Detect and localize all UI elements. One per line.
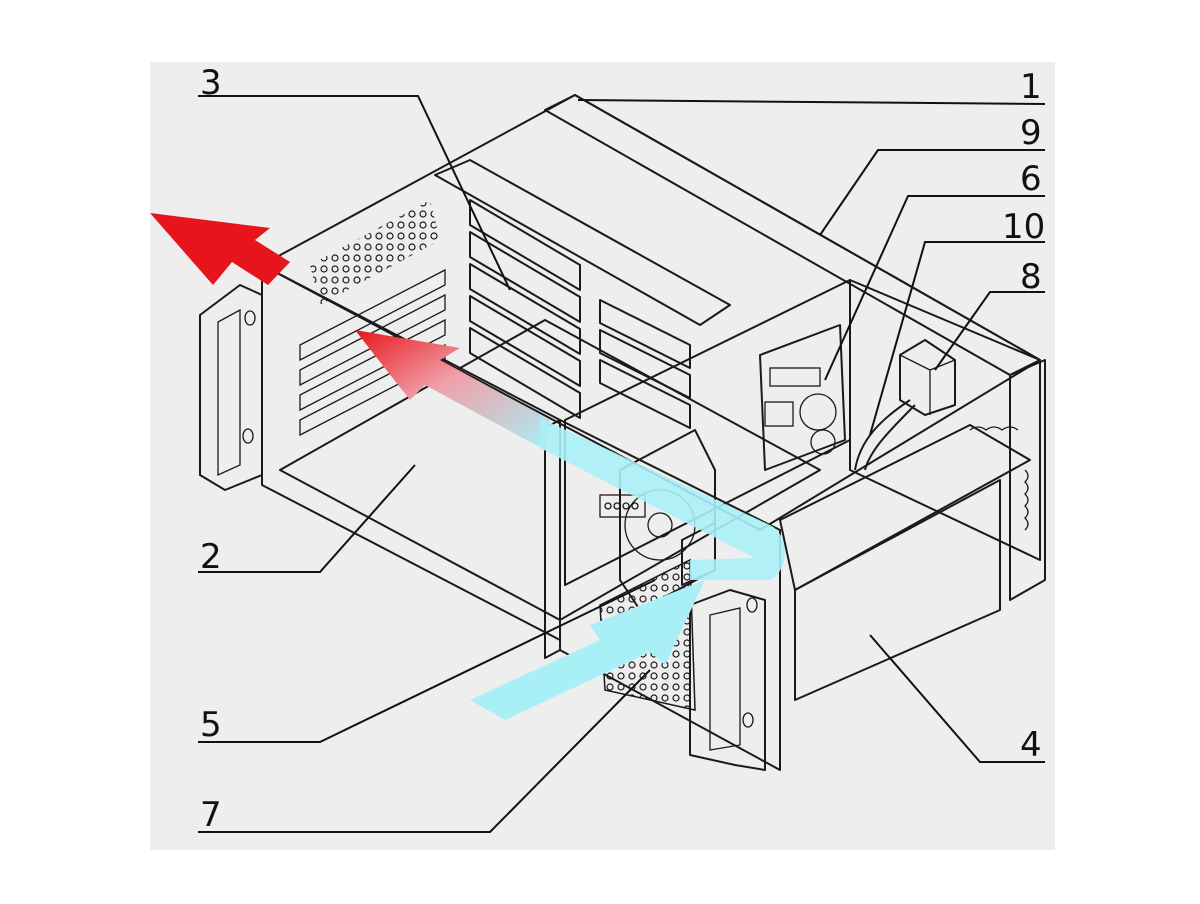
hot-exhaust-arrow bbox=[150, 213, 290, 285]
callout-4: 4 bbox=[1020, 725, 1042, 765]
power-supply-top bbox=[779, 424, 1031, 591]
left-handle bbox=[199, 284, 263, 491]
relay-box bbox=[899, 339, 956, 416]
callout-7: 7 bbox=[200, 795, 222, 835]
callout-3: 3 bbox=[200, 63, 222, 103]
internal-airflow-arrow bbox=[355, 330, 550, 450]
cool-intake-arrow bbox=[470, 580, 705, 720]
right-handle bbox=[689, 589, 766, 771]
right-end-panel bbox=[1009, 359, 1046, 601]
cable-harness bbox=[854, 399, 916, 471]
power-pcb bbox=[759, 324, 846, 471]
callout-9: 9 bbox=[1020, 113, 1042, 153]
front-panel-edge bbox=[544, 419, 561, 659]
power-supply-front bbox=[794, 479, 1001, 701]
callout-1: 1 bbox=[1020, 67, 1042, 107]
card-cage-rear bbox=[434, 159, 731, 326]
cool-air-band bbox=[540, 418, 785, 580]
right-compartment bbox=[849, 279, 1041, 561]
leader-lines bbox=[198, 95, 1046, 833]
callout-2: 2 bbox=[200, 537, 222, 577]
callout-8: 8 bbox=[1020, 257, 1042, 297]
cable-coil bbox=[969, 426, 1029, 531]
expansion-cards bbox=[469, 199, 691, 429]
callout-5: 5 bbox=[200, 705, 222, 745]
rear-vent bbox=[310, 200, 440, 305]
callout-6: 6 bbox=[1020, 159, 1042, 199]
callout-10: 10 bbox=[1002, 207, 1046, 247]
